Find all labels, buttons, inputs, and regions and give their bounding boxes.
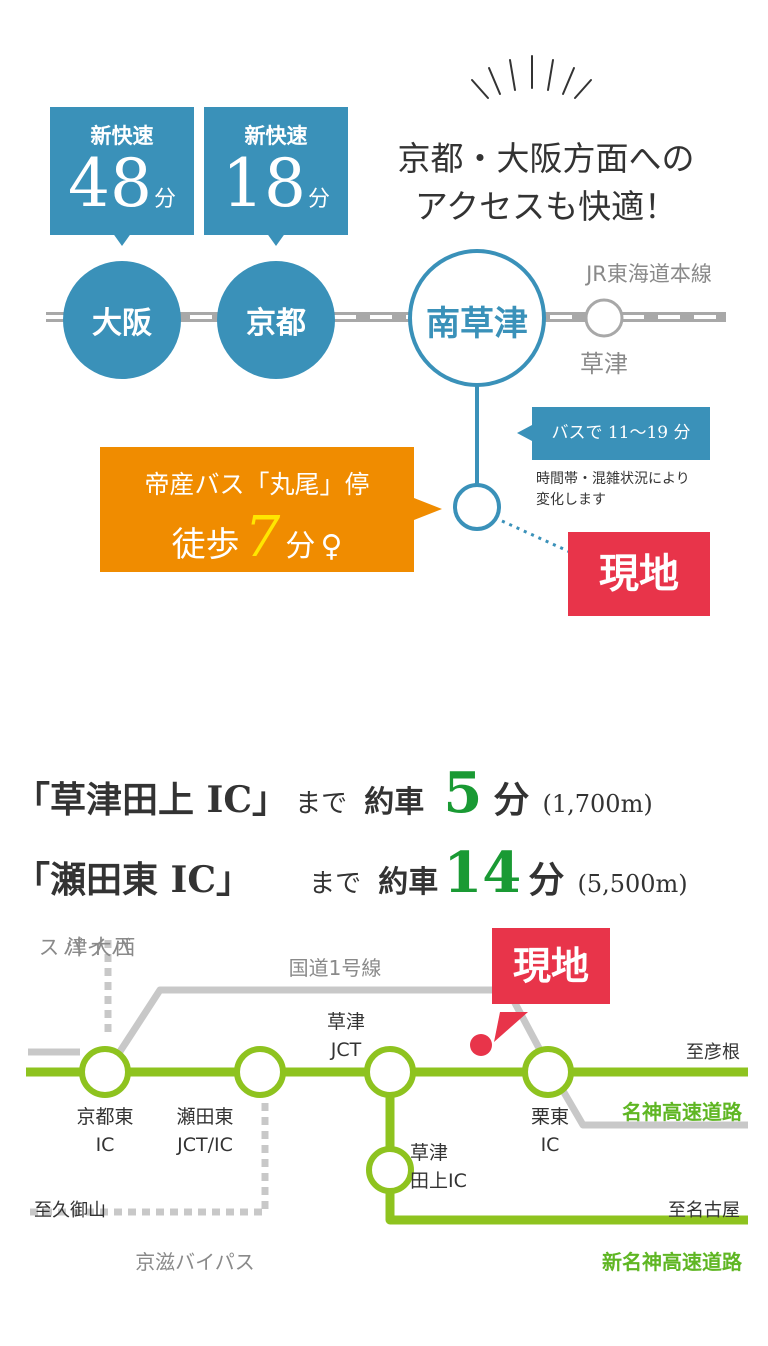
- kusatsu-jct-line-2: JCT: [330, 1039, 362, 1061]
- keiji-bypass-label: 京滋バイパス: [135, 1250, 255, 1274]
- seta-higashi-ic-circle: [234, 1046, 286, 1098]
- osaka-station: 大阪: [63, 261, 181, 379]
- kyoto-higashi-line-2: IC: [95, 1134, 115, 1156]
- car-line-2-minutes: 14: [443, 840, 522, 906]
- kusatsu-jct-line-1: 草津: [326, 1011, 365, 1033]
- nishi-otsu-line-2: バイパス: [36, 936, 132, 957]
- nagoya-label: 至名古屋: [668, 1200, 740, 1221]
- osaka-time-callout: 新快速 48分: [50, 107, 194, 235]
- site-label-map: 現地: [492, 928, 610, 1004]
- kyoto-higashi-ic-label: 京都東 IC: [40, 1103, 170, 1159]
- road-map-graphics: [26, 940, 748, 1225]
- ritto-ic-circle: [522, 1046, 574, 1098]
- stop-name: 帝産バス「丸尾」停: [144, 470, 370, 499]
- kyoto-service: 新快速: [244, 123, 308, 148]
- tagline: 京都・大阪方面への アクセスも快適！: [376, 135, 716, 231]
- osaka-minutes: 48: [68, 145, 152, 222]
- car-line-2-made: まで: [309, 869, 362, 899]
- shin-meishin-expressway: [385, 1072, 748, 1225]
- kusatsu-jct-label: 草津 JCT: [306, 1008, 386, 1064]
- seta-higashi-label: 瀬田東 JCT/IC: [150, 1103, 260, 1159]
- car-line-1: 「草津田上 IC」 まで 約車 5 分 (1,700m): [14, 760, 758, 826]
- car-line-1-minutes: 5: [443, 760, 483, 826]
- site-marker-pointer: [494, 1012, 528, 1042]
- walk-dotted-line: [501, 519, 571, 554]
- site-dot: [470, 1034, 492, 1056]
- tagline-line-2: アクセスも快適！: [414, 187, 678, 226]
- kyoto-higashi-ic-circle: [79, 1046, 131, 1098]
- bus-note: 時間帯・混雑状況により 変化します: [536, 469, 690, 511]
- walk-minutes: 7: [244, 505, 281, 570]
- pin-icon: ♀: [320, 529, 343, 564]
- shin-meishin-label: 新名神高速道路: [602, 1250, 742, 1274]
- kyoto-time-callout: 新快速 18分: [204, 107, 348, 235]
- kusatsu-station-label: 草津: [580, 350, 628, 378]
- osaka-callout-pointer: [112, 232, 132, 246]
- ritto-line-1: 栗東: [530, 1106, 569, 1128]
- car-line-2: 「瀬田東 IC」 まで 約車 14 分 (5,500m): [14, 840, 758, 906]
- ritto-line-2: IC: [540, 1134, 560, 1156]
- kyoto-minutes: 18: [222, 145, 306, 222]
- hikone-label: 至彦根: [686, 1042, 740, 1063]
- car-line-2-dist: (5,500m): [577, 870, 688, 898]
- jr-line-name: JR東海道本線: [586, 262, 712, 286]
- route1-road: [105, 986, 748, 1129]
- minami-kusatsu-label: 南草津: [426, 304, 528, 344]
- car-line-2-ic: 「瀬田東 IC」: [14, 859, 253, 901]
- kyoto-higashi-line-1: 京都東: [76, 1106, 134, 1128]
- osaka-minutes-row: 48分: [50, 151, 194, 233]
- route1-label: 国道1号線: [288, 956, 382, 980]
- kusatsu-tanakami-line-2: 田上IC: [410, 1170, 467, 1192]
- walk-unit: 分: [285, 529, 316, 564]
- car-line-1-unit: 分: [493, 779, 530, 821]
- kusatsu-jct-circle: [364, 1046, 416, 1098]
- nishi-otsu-line-1: 西大津: [64, 936, 136, 957]
- osaka-service: 新快速: [90, 123, 154, 148]
- site-label-top: 現地: [568, 532, 710, 616]
- stop-callout-pointer: [414, 498, 442, 520]
- bus-time-callout: バスで 11〜19 分: [532, 407, 710, 460]
- bus-callout-pointer: [517, 425, 532, 441]
- kusatsu-station-dot: [584, 298, 624, 338]
- osaka-minutes-unit: 分: [153, 187, 176, 212]
- car-line-1-dist: (1,700m): [542, 790, 653, 818]
- meishin-label: 名神高速道路: [622, 1100, 742, 1124]
- car-line-2-yaku: 約車: [378, 865, 439, 900]
- tagline-line-1: 京都・大阪方面への: [397, 139, 695, 178]
- bus-note-line-2: 変化します: [536, 492, 606, 508]
- walk-prefix: 徒歩: [171, 525, 240, 565]
- car-line-2-unit: 分: [528, 859, 565, 901]
- kusatsu-tanakami-line-1: 草津: [410, 1142, 449, 1164]
- kyoto-callout-pointer: [266, 232, 286, 246]
- bus-note-line-1: 時間帯・混雑状況により: [536, 471, 690, 487]
- seta-higashi-line-2: JCT/IC: [177, 1134, 233, 1156]
- kusatsu-tanakami-ic-circle: [366, 1146, 414, 1194]
- kyoto-minutes-unit: 分: [307, 187, 330, 212]
- car-line-1-yaku: 約車: [364, 785, 425, 820]
- bus-stop-circle: [453, 483, 501, 531]
- kyoto-minutes-row: 18分: [204, 151, 348, 233]
- train-diagram-graphics: [46, 55, 726, 554]
- burst-lines: [471, 55, 592, 99]
- kusatsu-tanakami-label: 草津 田上IC: [410, 1139, 500, 1195]
- bus-stop-callout: 帝産バス「丸尾」停 徒歩 7 分 ♀: [100, 447, 414, 572]
- car-line-1-made: まで: [295, 789, 348, 819]
- walk-row: 徒歩 7 分 ♀: [100, 505, 414, 570]
- kyoto-station: 京都: [217, 261, 335, 379]
- car-line-1-ic: 「草津田上 IC」: [14, 779, 289, 821]
- ritto-ic-label: 栗東 IC: [510, 1103, 590, 1159]
- seta-higashi-line-1: 瀬田東: [176, 1106, 234, 1128]
- kumiyama-label: 至久御山: [34, 1200, 106, 1221]
